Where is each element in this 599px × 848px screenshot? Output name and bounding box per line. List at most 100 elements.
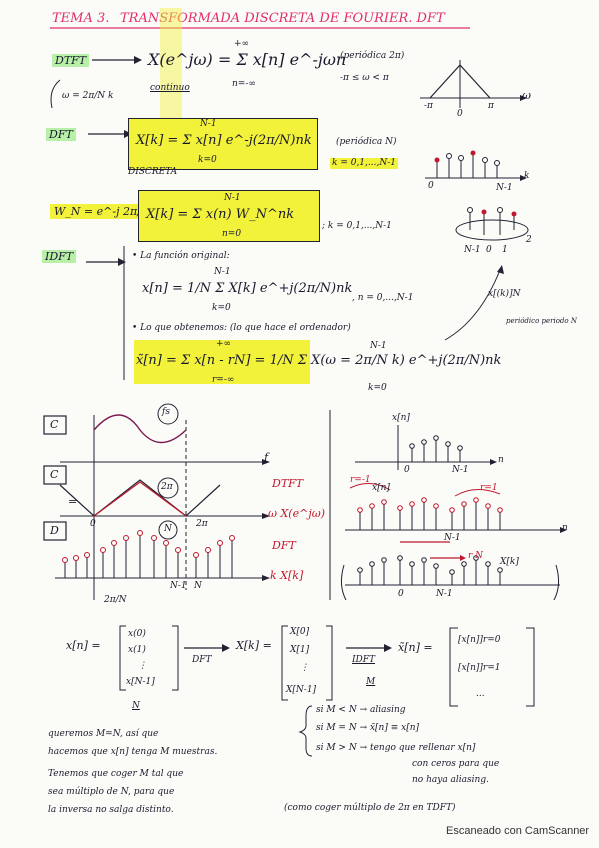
n-circle: N — [164, 524, 172, 534]
idft-note1: • La función original: — [132, 251, 230, 261]
right-xn-tilde: x̃[n] — [372, 483, 390, 493]
note-line6: (como coger múltiplo de 2π en TDFT) — [284, 803, 456, 813]
dtft-label: DTFT — [52, 54, 90, 67]
case-less: si M < N → aliasing — [316, 705, 406, 715]
right-xk: X[k] — [500, 557, 519, 567]
dft-formula: X[k] = Σ x[n] e^-j(2π/N)nk — [136, 133, 312, 148]
right-n1: N-1 — [452, 465, 469, 475]
box-c2: C — [50, 468, 59, 481]
right-zero: 0 — [404, 465, 410, 475]
dft-axis-k: k — [524, 171, 530, 181]
dft-formula-box — [128, 118, 318, 170]
idft-sum-top: N-1 — [214, 267, 231, 277]
dtft-axis-w: ω — [522, 89, 531, 102]
dtft-left-sub: ω X(e^jω) — [268, 507, 325, 520]
idft-side-note: periódico periodo N — [506, 317, 577, 325]
right-r-neg: r=-1 — [350, 475, 371, 485]
circle-label-0: 0 — [486, 245, 492, 255]
note-line3: Tenemos que coger M tal que — [48, 769, 184, 779]
right-n1-b: N-1 — [444, 533, 461, 543]
scanner-watermark: Escaneado con CamScanner — [446, 825, 590, 837]
matrix-dft-arrow: DFT — [192, 655, 212, 665]
dft-sum-bottom: k=0 — [198, 155, 217, 165]
left-eq: = — [68, 495, 78, 508]
wn-definition: W_N = e^-j 2π/N — [50, 204, 155, 219]
tema-label: TEMA 3. — [52, 11, 110, 26]
matrix-xn-3: x[N-1] — [126, 677, 155, 687]
highlight-strip — [160, 8, 182, 128]
idft-formula2-highlight — [134, 340, 310, 384]
dft-left-label: DFT — [272, 539, 296, 552]
idft-label: IDFT — [42, 250, 77, 263]
dft-k-range: k = 0,1,...,N-1 — [330, 158, 398, 169]
case-greater-2: con ceros para que — [412, 759, 500, 769]
matrix-xt-label: x̃[n] = — [398, 641, 433, 654]
right-n-axis: n — [498, 455, 504, 465]
two-pi-circle: 2π — [161, 482, 173, 492]
right-zero2: 0 — [398, 589, 404, 599]
idft-sum-bottom: k=0 — [212, 303, 231, 313]
dtft-formula: X(e^jω) = Σ x[n] e^-jωn — [148, 50, 347, 69]
dtft-sum-top: +∞ — [234, 39, 250, 49]
matrix-xn-label: x[n] = — [66, 639, 101, 652]
f-axis: f — [264, 451, 269, 464]
left-n1: N-1 — [170, 581, 187, 591]
matrix-xk-3: X[N-1] — [286, 685, 317, 695]
idft-n-range: , n = 0,...,N-1 — [352, 293, 414, 303]
right-r-pos: r=1 — [480, 483, 498, 493]
note-line1: queremos M=N, así que — [48, 729, 159, 739]
dft-periodic-note: (periódica N) — [336, 137, 397, 147]
dtft-axis-neg: -π — [424, 101, 433, 111]
circle-label-2: 2 — [526, 235, 532, 245]
matrix-xk-label: X[k] = — [236, 639, 272, 652]
dtft-periodic-note: (periódica 2π) — [340, 51, 405, 61]
matrix-xk-0: X[0] — [290, 627, 310, 637]
dtft-axis-pos: π — [488, 101, 494, 111]
right-n-axis2: n — [562, 523, 568, 533]
dtft-sum-bottom: n=-∞ — [232, 79, 256, 89]
right-xn: x[n] — [392, 413, 410, 423]
matrix-xk-2: ⋮ — [300, 663, 309, 673]
omega-k-relation: ω = 2π/N k — [62, 91, 114, 101]
idft-sum3-bottom: k=0 — [368, 383, 387, 393]
matrix-m-label: M — [366, 677, 376, 687]
right-n1-c: N-1 — [436, 589, 453, 599]
matrix-idft-arrow: IDFT — [352, 655, 376, 665]
dft-sum-top: N-1 — [200, 119, 217, 129]
dtft-continuo: continuo — [150, 83, 190, 93]
page-title: TRANSFORMADA DISCRETA DE FOURIER. DFT — [120, 11, 445, 26]
idft-sum2-bottom: r=-∞ — [212, 375, 235, 385]
matrix-xn-0: x(0) — [128, 629, 146, 639]
left-two-pi: 2π — [196, 519, 208, 529]
dtft-range: -π ≤ ω < π — [340, 73, 389, 83]
circle-label-1: 1 — [502, 245, 508, 255]
dft-axis-n1: N-1 — [496, 183, 513, 193]
wn-k-range: ; k = 0,1,...,N-1 — [322, 221, 392, 231]
matrix-xt-2: ... — [476, 689, 485, 699]
case-greater: si M > N → tengo que rellenar x[n] — [316, 743, 476, 753]
matrix-xt-0: [x[n]]r=0 — [458, 635, 501, 645]
left-n-tick: N — [194, 581, 202, 591]
dtft-axis-zero: 0 — [457, 109, 463, 119]
right-rN: r N — [468, 551, 484, 561]
circle-label-n1: N-1 — [464, 245, 481, 255]
wn-formula-box — [138, 190, 320, 242]
matrix-xt-1: [x[n]]r=1 — [458, 663, 501, 673]
idft-sum3-top: N-1 — [370, 341, 387, 351]
idft-formula2: x̃[n] = Σ x[n - rN] = 1/N Σ X(ω = 2π/N k… — [136, 353, 502, 368]
wn-sum-top: N-1 — [224, 193, 241, 203]
fs-label: fs — [162, 407, 170, 417]
matrix-n-under: N — [132, 701, 140, 711]
case-equal: si M = N → x̃[n] ≡ x[n] — [316, 723, 420, 733]
left-frac: 2π/N — [104, 595, 127, 605]
dft-axis-zero: 0 — [428, 181, 434, 191]
dft-left-sub: k X[k] — [270, 569, 304, 582]
dft-discreta: DISCRETA — [128, 167, 178, 177]
left-zero: 0 — [90, 519, 96, 529]
note-line5: la inversa no salga distinto. — [48, 805, 174, 815]
idft-side-label: x[(k)]N — [488, 289, 521, 299]
dtft-left-label: DTFT — [272, 477, 304, 490]
dft-label: DFT — [46, 128, 76, 141]
